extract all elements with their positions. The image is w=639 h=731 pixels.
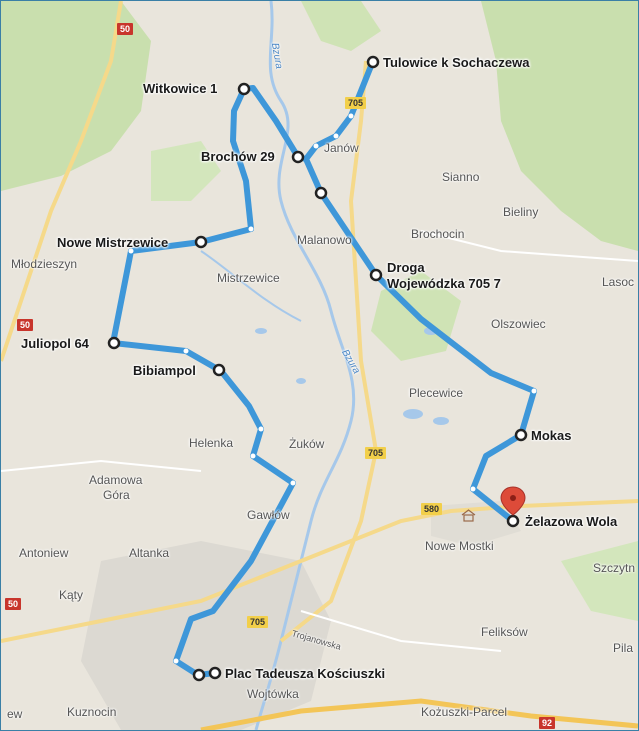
pond	[403, 409, 423, 419]
road-shield: 705	[365, 447, 387, 459]
route-waypoint	[128, 248, 134, 254]
route-waypoint	[183, 348, 189, 354]
stop-marker-malanowo	[314, 186, 328, 200]
stop-label-nowe-mistrzewice[interactable]: Nowe Mistrzewice	[57, 235, 169, 250]
route-waypoint	[333, 133, 339, 139]
stop-marker-droga	[369, 268, 383, 282]
place-label: Brochocin	[411, 227, 465, 241]
stop-label-bibiampol[interactable]: Bibiampol	[133, 363, 196, 378]
pond	[433, 417, 449, 425]
place-label: Adamowa	[89, 473, 143, 487]
stop-marker-zelazowa-wola	[506, 514, 520, 528]
place-label: Janów	[324, 141, 359, 155]
stop-label-witkowice[interactable]: Witkowice 1	[143, 81, 218, 96]
route-waypoint	[470, 486, 476, 492]
pond	[296, 378, 306, 384]
stop-marker-juliopol	[107, 336, 121, 350]
place-label: ew	[7, 707, 23, 721]
landmark-icon	[461, 509, 476, 522]
place-label: Gawłów	[247, 508, 290, 522]
road-shield: 705	[345, 97, 367, 109]
road-705	[279, 60, 379, 643]
place-label: Nowe Mostki	[425, 539, 494, 553]
place-label: Młodzieszyn	[11, 257, 78, 271]
route-waypoint	[290, 480, 296, 486]
place-label: Kąty	[59, 588, 84, 602]
forest-area-mid	[151, 141, 221, 201]
road-minor	[1, 459, 202, 472]
place-label: Pila	[613, 641, 634, 655]
road-shield: 92	[539, 717, 556, 729]
route-waypoint	[250, 453, 256, 459]
river-bzura	[254, 1, 356, 730]
destination-pin-icon	[500, 486, 526, 516]
place-label: Lasoc	[602, 275, 635, 289]
place-label: Kożuszki-Parcel	[421, 705, 508, 719]
road-minor	[300, 610, 502, 652]
stop-marker-witkowice	[237, 82, 251, 96]
place-label: Altanka	[129, 546, 170, 560]
pond	[255, 328, 267, 334]
road-shield: 50	[17, 319, 34, 331]
stop-label-droga[interactable]: Droga Wojewódzka 705 7	[387, 260, 501, 291]
stop-label-plac[interactable]: Plac Tadeusza Kościuszki	[225, 666, 386, 681]
place-label: Malanowo	[297, 233, 352, 247]
route-waypoint	[531, 388, 537, 394]
route-waypoint	[173, 658, 179, 664]
place-label: Sianno	[442, 170, 480, 184]
road-shield: 50	[117, 23, 134, 35]
route-waypoint	[258, 426, 264, 432]
forest-area-south-east	[561, 541, 638, 621]
stop-marker-tulowice	[366, 55, 380, 69]
place-label: Olszowiec	[491, 317, 546, 331]
route-waypoint	[248, 226, 254, 232]
stop-label-brochow[interactable]: Brochów 29	[201, 149, 275, 164]
stop-marker-nowe-mistrzewice	[194, 235, 208, 249]
place-label: Wojtówka	[247, 687, 299, 701]
stop-label-zelazowa-wola[interactable]: Żelazowa Wola	[525, 514, 618, 529]
route-line-east	[303, 156, 537, 524]
road-shield: 705	[247, 616, 269, 628]
stop-marker-brochow	[291, 150, 305, 164]
stop-label-juliopol[interactable]: Juliopol 64	[21, 336, 89, 351]
place-label: Góra	[103, 488, 130, 502]
road-minor	[420, 230, 638, 262]
place-label: Mistrzewice	[217, 271, 280, 285]
forest-area-east	[481, 1, 638, 251]
stop-marker-mokas	[514, 428, 528, 442]
place-label: Żuków	[289, 437, 325, 451]
stop-label-mokas[interactable]: Mokas	[531, 428, 572, 443]
route-waypoint	[313, 143, 319, 149]
stop-label-tulowice[interactable]: Tulowice k Sochaczewa	[383, 55, 530, 70]
river-tributary	[200, 250, 302, 322]
place-label: Szczytn	[593, 561, 636, 575]
stop-marker-plac	[208, 666, 222, 680]
route-waypoint	[348, 113, 354, 119]
place-label: Kuznocin	[67, 705, 117, 719]
forest-area-north	[301, 1, 381, 51]
stop-marker-plac-a	[192, 668, 206, 682]
place-label: Bieliny	[503, 205, 539, 219]
road-shield: 50	[5, 598, 22, 610]
place-label: Feliksów	[481, 625, 528, 639]
place-label: Helenka	[189, 436, 234, 450]
road-50	[1, 1, 123, 362]
road-92	[200, 698, 638, 730]
stop-marker-bibiampol	[212, 363, 226, 377]
road-shield: 580	[421, 503, 443, 515]
place-label: Plecewice	[409, 386, 464, 400]
place-label: Antoniew	[19, 546, 69, 560]
